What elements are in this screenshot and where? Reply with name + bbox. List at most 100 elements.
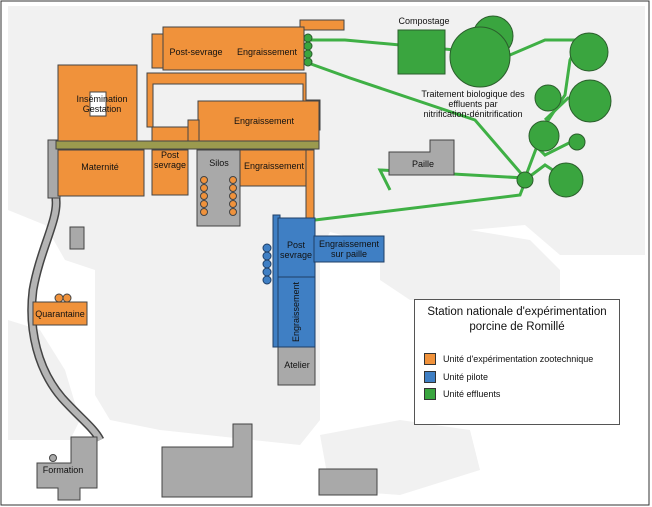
- paille-building: [388, 139, 455, 176]
- silo-quarantaine-2: [62, 293, 72, 303]
- legend-label-effluents: Unité effluents: [443, 389, 501, 399]
- connector-mid: [187, 119, 200, 142]
- silo-green-2: [303, 41, 313, 51]
- label-post-sevrage-pilot-line2: sevrage: [280, 250, 312, 260]
- post-sevrage-top-left: [151, 33, 165, 69]
- silo-2: [200, 184, 208, 192]
- formation-building: [36, 436, 98, 501]
- legend-swatch-experimental: [424, 353, 436, 365]
- silo-green-1: [303, 33, 313, 43]
- access-road: [28, 150, 103, 442]
- small-building: [69, 226, 85, 250]
- silo-5: [200, 208, 208, 216]
- legend-item-experimental: Unité d'expérimentation zootechnique: [424, 353, 593, 365]
- large-grey-building: [161, 423, 253, 498]
- label-compostage: Compostage: [398, 16, 449, 26]
- pipe-to-paille: [377, 168, 526, 191]
- corridor-east: [305, 149, 315, 219]
- treatment-tank-3: [569, 32, 609, 72]
- legend-item-pilot: Unité pilote: [424, 371, 488, 383]
- silo-6: [229, 176, 237, 184]
- pilot-silo-3: [262, 259, 272, 269]
- post-sevrage-pilot: [277, 217, 316, 279]
- silo-7: [229, 184, 237, 192]
- silo-green-3: [303, 49, 313, 59]
- pump-station: [516, 171, 534, 189]
- label-paille: Paille: [412, 159, 434, 169]
- ground-areas: [8, 6, 645, 495]
- label-insemination-line2: Gestation: [83, 104, 122, 114]
- pilot-unit: [262, 214, 385, 348]
- label-formation: Formation: [43, 465, 84, 475]
- post-sevrage-engraissement-top: [162, 26, 305, 71]
- label-traitement-line2: effluents par: [448, 99, 497, 109]
- silo-8: [229, 192, 237, 200]
- silo-3: [200, 192, 208, 200]
- legend-swatch-pilot: [424, 371, 436, 383]
- compostage-building: [397, 29, 446, 75]
- ground-center-south: [110, 245, 270, 395]
- treatment-tank-4: [568, 79, 612, 123]
- label-engraissement-sur-paille-line1: Engraissement: [319, 239, 380, 249]
- post-sevrage-mid: [151, 149, 189, 196]
- pilot-silo-5: [262, 275, 272, 285]
- silo-4: [200, 200, 208, 208]
- silo-9: [229, 200, 237, 208]
- treatment-tank-5: [534, 84, 562, 112]
- formation-silo: [49, 454, 57, 462]
- ground-east: [380, 230, 560, 300]
- label-atelier: Atelier: [284, 360, 310, 370]
- label-maternite: Maternité: [81, 162, 119, 172]
- post-sevrage-mid-top: [151, 126, 190, 142]
- label-insemination-line1: Insémination: [76, 94, 127, 104]
- label-engraissement-pilot: Engraissement: [291, 281, 301, 342]
- treatment-tank-2: [449, 26, 511, 88]
- label-quarantaine: Quarantaine: [35, 309, 85, 319]
- legend-title: Station nationale d'expérimentation porc…: [415, 305, 619, 335]
- pipe-to-treatment: [310, 62, 527, 179]
- legend-swatch-effluents: [424, 388, 436, 400]
- label-silos: Silos: [209, 158, 229, 168]
- engraissement-pilot: [277, 276, 316, 348]
- silo-green-4: [303, 57, 313, 67]
- label-post-sevrage-pilot-line1: Post: [287, 240, 306, 250]
- treatment-tank-7: [568, 133, 586, 151]
- label-engraissement-mid: Engraissement: [234, 116, 295, 126]
- silo-1: [200, 176, 208, 184]
- label-traitement-line3: nitrification-dénitrification: [423, 109, 522, 119]
- label-post-sevrage-top: Post-sevrage: [169, 47, 222, 57]
- insemination-courtyard: [89, 91, 107, 117]
- silo-10: [229, 208, 237, 216]
- experimental-unit: [32, 19, 345, 326]
- top-strip: [299, 19, 345, 31]
- main-corridor: [55, 140, 320, 150]
- ground-west: [8, 320, 80, 440]
- legend-title-line1: Station nationale d'expérimentation: [427, 306, 607, 318]
- engraissement-right: [239, 149, 310, 187]
- label-post-sevrage-mid-line2: sevrage: [154, 160, 186, 170]
- legend-title-line2: porcine de Romillé: [469, 321, 565, 333]
- pilot-silo-1: [262, 243, 272, 253]
- label-engraissement-sur-paille-line2: sur paille: [331, 249, 367, 259]
- label-traitement-line1: Traitement biologique des: [421, 89, 525, 99]
- treatment-tank-8: [548, 162, 584, 198]
- map-legend: Station nationale d'expérimentation porc…: [414, 299, 620, 425]
- atelier-building: [277, 346, 316, 386]
- maternite: [57, 149, 145, 197]
- legend-label-experimental: Unité d'expérimentation zootechnique: [443, 354, 594, 364]
- silo-quarantaine-1: [54, 293, 64, 303]
- engraissement-mid: [197, 100, 320, 142]
- pilot-silo-4: [262, 267, 272, 277]
- treatment-tank-6: [528, 120, 560, 152]
- effluent-unit: [303, 15, 612, 198]
- legend-item-effluents: Unité effluents: [424, 388, 500, 400]
- label-post-sevrage-mid-line1: Post: [161, 150, 180, 160]
- label-engraissement-right: Engraissement: [244, 161, 305, 171]
- ground-nw: [8, 20, 52, 60]
- pilot-silo-2: [262, 251, 272, 261]
- south-grey-building: [318, 468, 378, 496]
- engraissement-sur-paille: [313, 235, 385, 263]
- label-engraissement-top: Engraissement: [237, 47, 298, 57]
